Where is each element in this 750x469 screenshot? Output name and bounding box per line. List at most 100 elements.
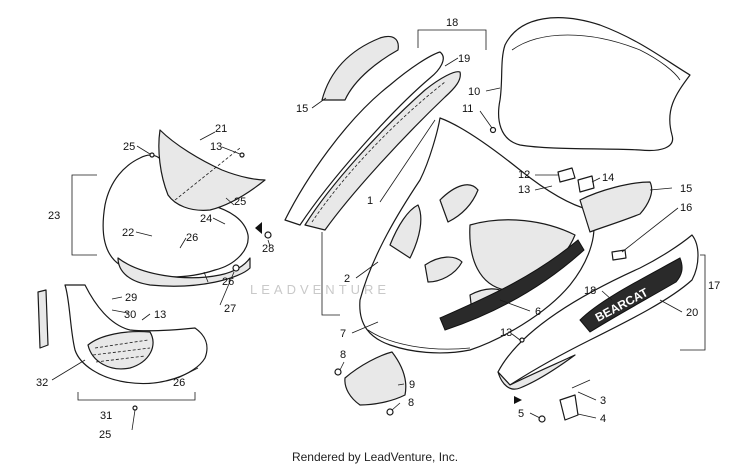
callout-15-right: 15 (680, 183, 692, 195)
leader-13-top (221, 146, 241, 155)
clip-12 (557, 167, 576, 183)
hood-louver-1 (424, 256, 463, 283)
bracket-18 (417, 29, 487, 50)
fastener-13-lower (519, 337, 525, 343)
side-panel-decal (579, 257, 683, 333)
leader-32 (51, 359, 86, 381)
leader-24 (212, 217, 226, 225)
fastener-13-top (239, 152, 245, 158)
callout-26-b: 26 (222, 276, 234, 288)
leader-26-c (177, 367, 199, 379)
leader-13-right (534, 185, 553, 191)
headlight-cover-dashed (174, 147, 241, 201)
callout-25-bottom: 25 (99, 429, 111, 441)
callout-20: 20 (686, 307, 698, 319)
fastener-8-top (334, 368, 342, 376)
leader-3 (577, 391, 597, 401)
leader-27 (219, 271, 235, 306)
callout-18-top: 18 (446, 17, 458, 29)
bolt-3 (571, 379, 591, 389)
callout-27: 27 (224, 303, 236, 315)
callout-30: 30 (124, 309, 136, 321)
leader-28 (267, 239, 271, 247)
leader-15-right (649, 187, 673, 191)
leader-13-mid (141, 313, 151, 321)
bracket-1 (321, 232, 340, 316)
fastener-11 (489, 126, 497, 134)
leader-29 (111, 296, 123, 300)
leader-26-a (179, 237, 187, 249)
callout-26-a: 26 (186, 232, 198, 244)
hood-bottom-edge (367, 329, 471, 350)
callout-28: 28 (262, 243, 274, 255)
side-rail-long (284, 51, 444, 226)
leader-30 (111, 309, 129, 314)
callout-2: 2 (344, 273, 350, 285)
watermark: LEADVENTURE (250, 282, 391, 297)
callout-31: 31 (100, 410, 112, 422)
callout-13-top: 13 (210, 141, 222, 153)
callout-13-mid: 13 (154, 309, 166, 321)
trim-strip (304, 71, 461, 231)
belly-grill-mesh (92, 339, 151, 363)
fastener-5 (538, 415, 546, 423)
callout-17: 17 (708, 280, 720, 292)
side-strip-left (37, 289, 49, 349)
bracket-17 (680, 254, 706, 351)
callout-13-lower: 13 (500, 327, 512, 339)
callout-4: 4 (600, 413, 606, 425)
leader-10 (485, 87, 501, 92)
callout-10: 10 (468, 86, 480, 98)
leader-26-b (203, 271, 209, 283)
leader-5 (529, 412, 541, 419)
hood-vent-center (439, 184, 479, 223)
leader-6 (499, 299, 531, 312)
side-rail-upper (321, 35, 399, 101)
callout-26-c: 26 (173, 377, 185, 389)
fastener-25-bottom (132, 405, 138, 411)
leader-4 (577, 413, 597, 419)
leader-1 (379, 119, 436, 203)
arrow-24 (255, 222, 262, 234)
callout-21: 21 (215, 123, 227, 135)
leader-19 (444, 57, 459, 67)
side-panel-lower-lip (497, 354, 576, 390)
leader-14 (591, 177, 601, 183)
callout-15-left: 15 (296, 103, 308, 115)
leader-2 (355, 261, 379, 279)
callout-13-right: 13 (518, 184, 530, 196)
clip-16 (611, 249, 627, 261)
leader-13-lower (511, 333, 521, 341)
callout-22: 22 (122, 227, 134, 239)
callout-3: 3 (600, 395, 606, 407)
side-window (579, 181, 653, 233)
callout-labels: 1 2 3 4 5 6 7 8 8 9 10 11 12 13 13 13 13… (36, 17, 720, 441)
leader-11 (479, 110, 493, 129)
callout-9: 9 (409, 379, 415, 391)
leader-25-right (225, 197, 235, 206)
leader-21 (199, 131, 216, 141)
callout-16: 16 (680, 202, 692, 214)
skid-plate (344, 351, 407, 406)
callout-25-left: 25 (123, 141, 135, 153)
clip-14 (577, 175, 595, 193)
callout-5: 5 (518, 408, 524, 420)
leader-18-right (601, 290, 613, 301)
callout-11: 11 (462, 103, 473, 115)
callout-25-right: 25 (234, 196, 246, 208)
leader-9 (397, 383, 405, 386)
fastener-28 (264, 231, 272, 239)
arrow-3 (514, 396, 522, 404)
bracket-31 (77, 392, 196, 401)
mount-bracket (559, 394, 579, 421)
callout-14: 14 (602, 172, 614, 184)
leader-7 (351, 321, 379, 334)
callout-18-right: 18 (584, 285, 596, 297)
leader-16 (621, 207, 679, 253)
leader-8-top (339, 361, 345, 371)
belly-grill (87, 330, 154, 370)
hood-vent-left (389, 204, 422, 259)
callout-7: 7 (340, 328, 346, 340)
